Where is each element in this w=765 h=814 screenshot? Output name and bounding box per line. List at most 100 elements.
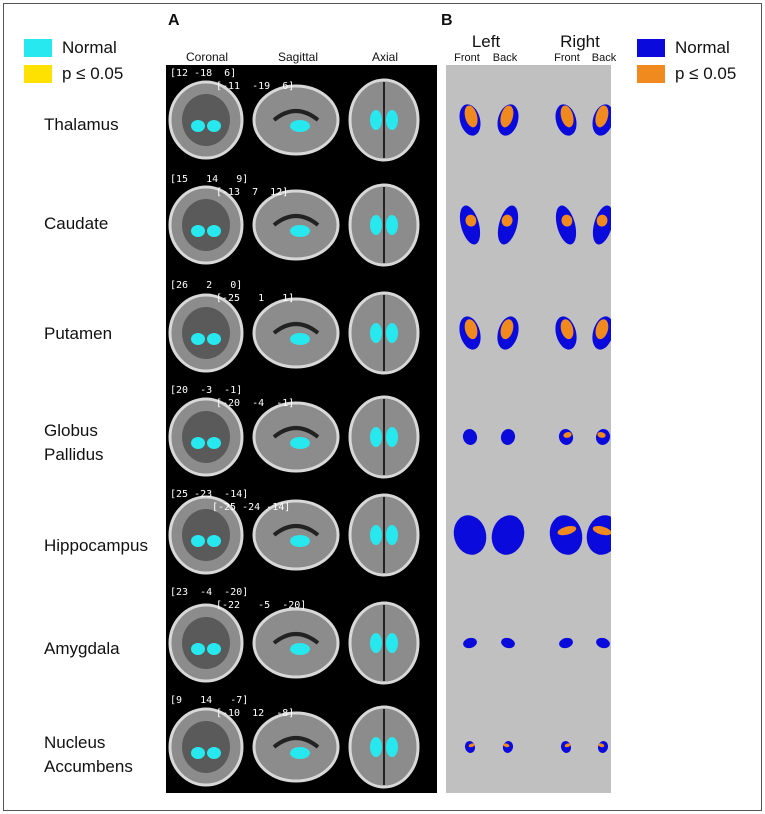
coord-label-hippocampus-1: [25 -23 -14] [170, 489, 249, 500]
sagittal-corpus-callosum [272, 524, 320, 537]
surface-significant-region [500, 319, 514, 340]
row-label-hippocampus: Hippocampus [44, 534, 148, 558]
coronal-roi-left [191, 225, 205, 237]
panel-b-label: B [441, 12, 453, 29]
coord-label-amygdala-2: [-22 -5 -20] [216, 600, 307, 611]
coronal-roi-right [207, 747, 221, 759]
column-header-axial: Axial [371, 50, 398, 64]
coronal-roi-right [207, 535, 221, 547]
sagittal-roi [290, 120, 310, 132]
sagittal-slice [252, 401, 340, 473]
axial-roi-right [386, 633, 398, 653]
axial-roi-right [386, 427, 398, 447]
sagittal-corpus-callosum [272, 426, 320, 439]
legend-swatch-normal [24, 39, 52, 57]
coronal-roi-right [207, 643, 221, 655]
legend-mri: Normal p ≤ 0.05 [24, 35, 123, 87]
axial-roi-right [386, 110, 398, 130]
legend-label-significant-surface: p ≤ 0.05 [675, 64, 737, 83]
axial-roi-left [370, 427, 382, 447]
coronal-roi-left [191, 120, 205, 132]
surface-significant-region [560, 105, 574, 128]
coord-label-nucleus-accumbens-1: [9 14 -7] [170, 695, 249, 706]
surface-significant-region [464, 105, 478, 128]
surface-structure [463, 637, 477, 649]
coronal-roi-left [191, 535, 205, 547]
sagittal-corpus-callosum [272, 632, 320, 645]
legend-item-normal: Normal [24, 35, 123, 61]
row-label-text: Hippocampus [44, 536, 148, 555]
hemisphere-right-label: Right [560, 32, 600, 51]
coord-label-amygdala-1: [23 -4 -20] [170, 587, 249, 598]
view-right-back: Back [591, 52, 617, 64]
sagittal-slice [252, 189, 340, 261]
legend-item-significant-surface: p ≤ 0.05 [637, 61, 736, 87]
surface-significant-region [557, 526, 577, 536]
row-label-thalamus: Thalamus [44, 113, 119, 137]
surface-structure [559, 637, 573, 649]
legend-item-significant: p ≤ 0.05 [24, 61, 123, 87]
figure-frame [3, 3, 762, 811]
axial-roi-left [370, 737, 382, 757]
row-label-putamen: Putamen [44, 322, 112, 346]
sagittal-corpus-callosum [272, 736, 320, 749]
coronal-roi-right [207, 120, 221, 132]
surface-structure [491, 515, 525, 555]
surface-significant-region [595, 105, 609, 128]
surface-significant-region [464, 319, 478, 340]
coronal-slice-inner [182, 509, 230, 561]
coord-label-globus-pallidus-1: [20 -3 -1] [170, 385, 243, 396]
axial-roi-left [370, 215, 382, 235]
axial-roi-left [370, 323, 382, 343]
surface-renders [453, 104, 620, 753]
row-label-text: Globus [44, 421, 98, 440]
surface-significant-region [468, 743, 475, 748]
coord-label-nucleus-accumbens-2: [-10 12 -8] [216, 708, 295, 719]
coord-label-globus-pallidus-2: [-20 -4 -1] [216, 398, 295, 409]
column-header-coronal: Coronal [185, 50, 229, 64]
coronal-roi-left [191, 747, 205, 759]
surface-significant-region [592, 526, 612, 536]
axial-roi-left [370, 110, 382, 130]
surface-structure [500, 429, 516, 445]
coronal-slice-inner [182, 307, 230, 359]
sagittal-roi [290, 333, 310, 345]
coronal-slice-inner [182, 721, 230, 773]
coronal-roi-left [191, 437, 205, 449]
view-right-front: Front [554, 52, 580, 64]
row-label-amygdala: Amygdala [44, 637, 120, 661]
coord-label-thalamus-2: [-11 -19 6] [216, 81, 295, 92]
surface-significant-region [501, 214, 513, 227]
surface-significant-region [564, 743, 571, 748]
surface-structure [462, 429, 478, 445]
surface-structure [549, 515, 583, 555]
row-label-text: Accumbens [44, 757, 133, 776]
surface-significant-region [465, 214, 477, 227]
surface-structure [596, 637, 610, 649]
column-header-sagittal: Sagittal [277, 50, 319, 64]
coord-label-caudate-2: [-13 7 12] [216, 187, 289, 198]
hemisphere-left-label: Left [471, 32, 501, 51]
legend-swatch-normal-surface [637, 39, 665, 57]
coord-label-caudate-1: [15 14 9] [170, 174, 249, 185]
axial-roi-right [386, 323, 398, 343]
surface-structure [501, 637, 515, 649]
sagittal-slice [252, 499, 340, 571]
row-label-globus-pallidus: Globus Pallidus [44, 419, 104, 467]
sagittal-roi [290, 643, 310, 655]
coronal-slice-inner [182, 411, 230, 463]
surface-significant-region [595, 319, 609, 340]
row-label-nucleus-accumbens: Nucleus Accumbens [44, 731, 133, 779]
sagittal-slice [252, 711, 340, 783]
surface-significant-region [596, 214, 608, 227]
coronal-slice-inner [182, 199, 230, 251]
row-label-text: Amygdala [44, 639, 120, 658]
coord-label-thalamus-1: [12 -18 6] [170, 68, 237, 79]
row-label-text: Caudate [44, 214, 109, 233]
row-label-text: Nucleus [44, 733, 106, 752]
sagittal-slice [252, 297, 340, 369]
coord-label-hippocampus-2: [-25 -24 -14] [212, 502, 291, 513]
sagittal-roi [290, 437, 310, 449]
coronal-roi-right [207, 333, 221, 345]
legend-label-significant: p ≤ 0.05 [62, 64, 124, 83]
